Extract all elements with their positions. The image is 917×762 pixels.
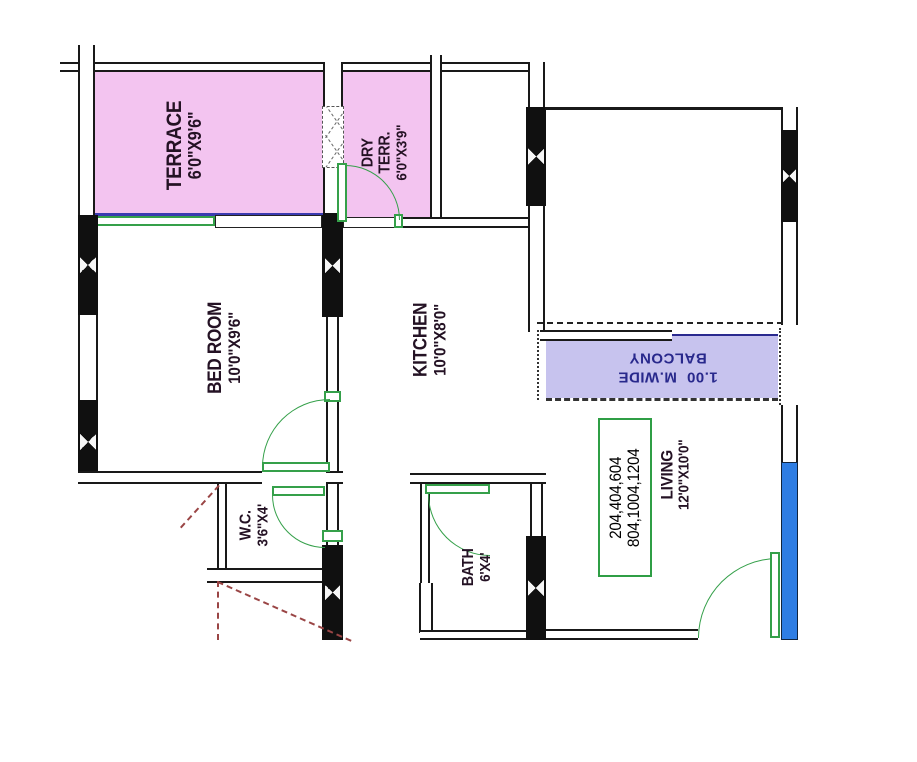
window (419, 583, 433, 633)
door-jamb (322, 530, 343, 542)
bedroom-label: BED ROOM 10'0"X9'6" (160, 275, 290, 420)
room-dim: 12'0"X10'0" (675, 439, 693, 511)
wall (78, 315, 98, 400)
door-swing-arc (698, 558, 778, 638)
room-name: BED ROOM (205, 301, 227, 394)
unit-numbers-box: 204,404,604 804,1004,1204 (598, 418, 652, 577)
room-dim: 3'6"X4' (254, 503, 272, 547)
window (540, 330, 672, 341)
dry-terrace-label: DRY TERR. 6'0"X3'9" (340, 80, 430, 225)
room-dim: 10'0"X8'0" (430, 304, 450, 376)
balcony-opening-line (537, 322, 783, 325)
room-name: BALCONY (628, 350, 707, 367)
staircase-dashed-line (180, 484, 220, 529)
wall (530, 484, 543, 536)
column (322, 545, 343, 640)
wc-label: W.C. 3'6"X4' (225, 490, 285, 560)
wall (78, 45, 95, 228)
bath-label: BATH 6'X4' (445, 525, 510, 610)
column (78, 215, 98, 315)
wall (326, 471, 343, 484)
door-leaf (425, 484, 490, 494)
window-opening (215, 215, 322, 228)
balcony-edge (546, 398, 778, 402)
wall (60, 62, 545, 72)
column (322, 215, 343, 317)
room-dim: 6'0"X9'6" (185, 111, 206, 179)
door-leaf (262, 462, 330, 472)
wall (410, 473, 546, 484)
door-leaf (770, 552, 780, 638)
wall (781, 405, 798, 462)
balcony-area (546, 334, 778, 398)
room-dim: 6'X4' (477, 552, 495, 583)
door-jamb (324, 391, 341, 402)
room-name: TERR. (376, 131, 394, 174)
column (526, 107, 546, 206)
terrace-label: TERRACE 6'0"X9'6" (110, 75, 260, 215)
balcony-edge (779, 328, 782, 405)
kitchen-label: KITCHEN 10'0"X8'0" (375, 270, 485, 410)
staircase-dashed-line (217, 581, 219, 640)
blue-highlight-wall (781, 462, 798, 640)
wall (217, 484, 227, 568)
balcony-width-note: 1.00 M.WIDE (617, 368, 718, 386)
room-dim: 10'0"X9'6" (225, 311, 245, 384)
room-name: LIVING (657, 450, 677, 500)
room-dim: 6'0"X3'9" (392, 124, 410, 181)
wall (430, 55, 442, 222)
living-label: LIVING 12'0"X10'0" (645, 415, 705, 535)
terrace-area (95, 72, 323, 215)
door-leaf (337, 163, 347, 222)
window (78, 216, 215, 226)
room-name: BATH (460, 548, 478, 587)
balcony-label: 1.00 M.WIDE BALCONY (555, 338, 780, 396)
wall (78, 471, 262, 484)
wall (546, 629, 698, 640)
room-name: W.C. (237, 509, 255, 541)
room-name: TERRACE (163, 100, 187, 190)
wall (420, 484, 430, 583)
unit-numbers: 204,404,604 (606, 456, 626, 539)
door-leaf (272, 486, 325, 496)
room-name: KITCHEN (410, 302, 432, 378)
column (526, 536, 546, 640)
balcony-edge (537, 330, 540, 400)
unit-numbers: 804,1004,1204 (624, 448, 643, 547)
column (78, 400, 98, 484)
wall (545, 107, 795, 110)
room-name: DRY (359, 137, 377, 168)
sill-line (95, 213, 323, 217)
wall (420, 630, 546, 640)
wall (326, 484, 339, 545)
wall (207, 568, 343, 583)
column (781, 130, 798, 222)
wall (403, 217, 545, 228)
vent-window (322, 106, 344, 168)
